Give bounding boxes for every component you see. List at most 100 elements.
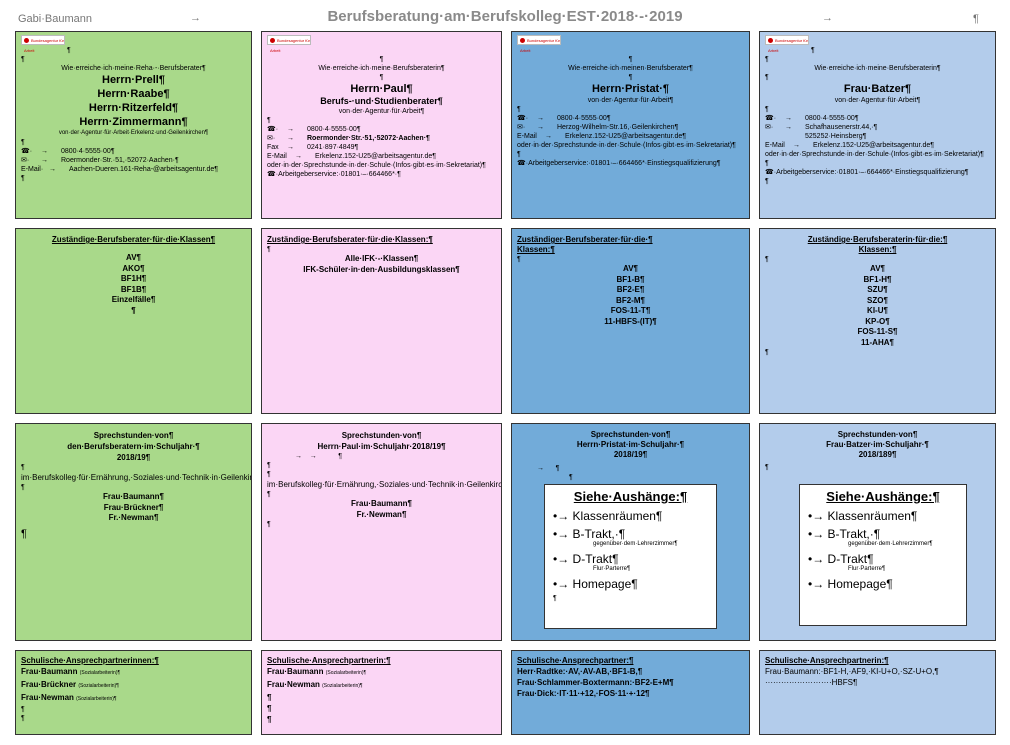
agency-logo: Bundesagentur für Arbeit — [517, 35, 561, 53]
notice-box: Siehe·Aushänge:¶ •→ Klassenräumen¶ •→ B-… — [544, 484, 717, 629]
section-title: Zuständige·Berufsberater·für·die·Klassen… — [267, 235, 433, 244]
employer-service: Arbeitgeberservice:·01801·–·664466*·¶ — [278, 171, 401, 178]
contact-line: Herr·Radtke:·AV,·AV-AB,·BF1-B,¶ — [517, 667, 643, 676]
notice-item: Homepage¶ — [572, 577, 638, 591]
agency-logo: Bundesagentur für Arbeit — [765, 35, 809, 53]
section-title: Zuständige·Berufsberater·für·die·Klassen… — [51, 235, 216, 244]
class-item: BF1-H¶ — [863, 274, 892, 284]
notice-title: Siehe·Aushänge:¶ — [573, 489, 688, 504]
letter-icon: ✉· — [517, 124, 526, 131]
letter-icon: ✉· — [765, 124, 774, 131]
contact-name: Frau·Baumann — [21, 667, 78, 676]
advisor-name: Herrn·Paul¶ — [350, 83, 413, 95]
class-item: AV¶ — [623, 264, 638, 273]
address: 525252·Heinsberg¶ — [805, 133, 867, 140]
author-name: Gabi·Baumann — [18, 13, 92, 25]
address: Schafhausenerstr.44,·¶ — [805, 124, 878, 131]
class-item: KP-O¶ — [865, 316, 890, 326]
contact-card-batzer: Bundesagentur für Arbeit ¶ ¶ Wie·erreich… — [759, 31, 996, 219]
advisor-name: Herrn·Ritzerfeld¶ — [88, 102, 179, 114]
section-title: Herrn·Pristat·im·Schuljahr·¶ — [576, 440, 685, 449]
agency-logo-icon — [270, 38, 275, 44]
intro-text: Wie·erreiche·ich·meine·Reha·-·Berufsbera… — [61, 65, 206, 72]
section-title: Schulische·Ansprechpartnerin:¶ — [267, 656, 391, 665]
notice-item: Klassenräumen¶ — [572, 509, 663, 523]
section-title: Sprechstunden·von¶ — [837, 430, 918, 439]
classes-card-batzer: Zuständige·Berufsberaterin·für·die:¶ Kla… — [759, 228, 996, 414]
tab-arrow: → — [822, 12, 833, 24]
agency-subtitle: von·der·Agentur·für·Arbeit·Erkelenz·und·… — [58, 130, 209, 136]
intro-text: Wie·erreiche·ich·meinen·Berufsberater¶ — [568, 65, 693, 72]
advisor-name: Herrn·Raabe¶ — [97, 88, 170, 100]
notice-item: D-Trakt¶ — [827, 552, 874, 566]
contact-name: Frau·Baumann¶ — [351, 499, 412, 508]
notice-item: Klassenräumen¶ — [827, 509, 918, 523]
hours-card-reha: Sprechstunden·von¶ den·Berufsberatern·im… — [15, 423, 252, 641]
advisor-role: Berufs-·und·Studienberater¶ — [320, 96, 443, 106]
class-item: FOS-11-S¶ — [857, 327, 898, 336]
class-item: ¶ — [131, 305, 136, 315]
contact-name: Frau·Baumann — [267, 667, 324, 676]
contact-name: Frau·Newman — [21, 693, 74, 702]
class-item: BF1H¶ — [120, 274, 147, 283]
class-item: BF1B¶ — [120, 284, 147, 294]
letter-icon: ✉· — [267, 135, 276, 142]
email-link[interactable]: Erkelenz.152-U25@arbeitsagentur.de¶ — [315, 153, 436, 160]
class-item: BF2-M¶ — [616, 295, 645, 305]
phone-icon: ☎· — [765, 169, 777, 176]
page-title: Berufsberatung·am·Berufskolleg·EST·2018·… — [327, 8, 683, 25]
phone-icon: ☎· — [267, 171, 279, 178]
school-contacts-card-3: Schulische·Ansprechpartner:¶ Herr·Radtke… — [511, 650, 750, 735]
section-title: Schulische·Ansprechpartnerinnen:¶ — [21, 656, 159, 665]
agency-logo-icon — [768, 38, 773, 44]
contact-name: Frau·Brückner — [21, 680, 77, 689]
address: Roermonder·Str.·51,·52072·Aachen·¶ — [307, 135, 430, 142]
address: Herzog-Wilhelm-Str.16,·Geilenkirchen¶ — [557, 124, 679, 131]
phone-number: 0800·4·5555·00¶ — [805, 115, 859, 122]
email-link[interactable]: Erkelenz.152-U25@arbeitsagentur.de¶ — [813, 142, 934, 149]
email-link[interactable]: Erkelenz.152-U25@arbeitsagentur.de¶ — [565, 133, 686, 140]
notice-box: Siehe·Aushänge:¶ •→ Klassenräumen¶ •→ B-… — [799, 484, 967, 626]
phone-icon: ☎· — [517, 160, 529, 167]
section-title: Sprechstunden·von¶ — [93, 431, 174, 440]
advisor-name: Herrn·Zimmermann¶ — [79, 116, 188, 128]
agency-subtitle: von·der·Agentur·für·Arbeit¶ — [338, 108, 425, 115]
notice-item: B-Trakt,·¶ — [827, 527, 881, 541]
office-note: oder·in·der·Sprechstunde·in·der·Schule·(… — [765, 151, 984, 158]
section-title: 2018/19¶ — [613, 450, 648, 459]
contact-name: Frau·Baumann¶ — [103, 492, 164, 501]
class-item: KI-U¶ — [867, 306, 888, 315]
phone-number: 0800·4·5555·00¶ — [557, 115, 611, 122]
class-item: BF1-B¶ — [616, 274, 645, 284]
employer-service: Arbeitgeberservice:·01801·–·664466*·Eins… — [776, 169, 969, 176]
class-item: AKO¶ — [122, 263, 145, 273]
notice-item: D-Trakt¶ — [572, 552, 619, 566]
section-title: Sprechstunden·von¶ — [590, 430, 671, 439]
section-title: Schulische·Ansprechpartner:¶ — [517, 656, 634, 665]
office-note: oder·in·der·Sprechstunde·in·der·Schule·(… — [517, 142, 736, 149]
agency-subtitle: von·der·Agentur·für·Arbeit¶ — [587, 97, 674, 104]
school-contacts-card-1: Schulische·Ansprechpartnerinnen:¶ Frau·B… — [15, 650, 252, 735]
contact-name: Frau·Brückner¶ — [103, 502, 164, 512]
classes-card-paul: Zuständige·Berufsberater·für·die·Klassen… — [261, 228, 502, 414]
class-item: 11-AHA¶ — [861, 337, 894, 347]
notice-item: B-Trakt,·¶ — [572, 527, 626, 541]
address: Roermonder·Str.·51,·52072·Aachen·¶ — [61, 157, 179, 164]
school-contacts-card-4: Schulische·Ansprechpartnerin:¶ Frau·Baum… — [759, 650, 996, 735]
contact-card-paul: Bundesagentur für Arbeit ¶ Wie·erreiche·… — [261, 31, 502, 219]
phone-number: 0800·4·5555·00¶ — [307, 126, 361, 133]
advisor-name: Herrn·Pristat·¶ — [591, 83, 670, 95]
class-item: BF2-E¶ — [616, 285, 645, 294]
section-title: Herrn·Paul·im·Schuljahr·2018/19¶ — [317, 442, 446, 451]
school-contacts-card-2: Schulische·Ansprechpartnerin:¶ Frau·Baum… — [261, 650, 502, 735]
intro-text: Wie·erreiche·ich·meine·Berufsberaterin¶ — [318, 65, 445, 72]
class-item: SZU¶ — [867, 285, 888, 294]
agency-subtitle: von·der·Agentur·für·Arbeit¶ — [834, 97, 921, 104]
section-title: Schulische·Ansprechpartnerin:¶ — [765, 656, 889, 665]
phone-number: 0800·4·5555·00¶ — [61, 148, 115, 155]
email-link[interactable]: Aachen-Dueren.161-Reha-@arbeitsagentur.d… — [69, 166, 219, 173]
hours-text: im·Berufskolleg·für·Ernährung,·Soziales·… — [267, 480, 502, 489]
class-item: Alle·IFK·-·Klassen¶ — [344, 254, 419, 263]
classes-card-reha: Zuständige·Berufsberater·für·die·Klassen… — [15, 228, 252, 414]
contact-name: Frau·Newman — [267, 680, 320, 689]
